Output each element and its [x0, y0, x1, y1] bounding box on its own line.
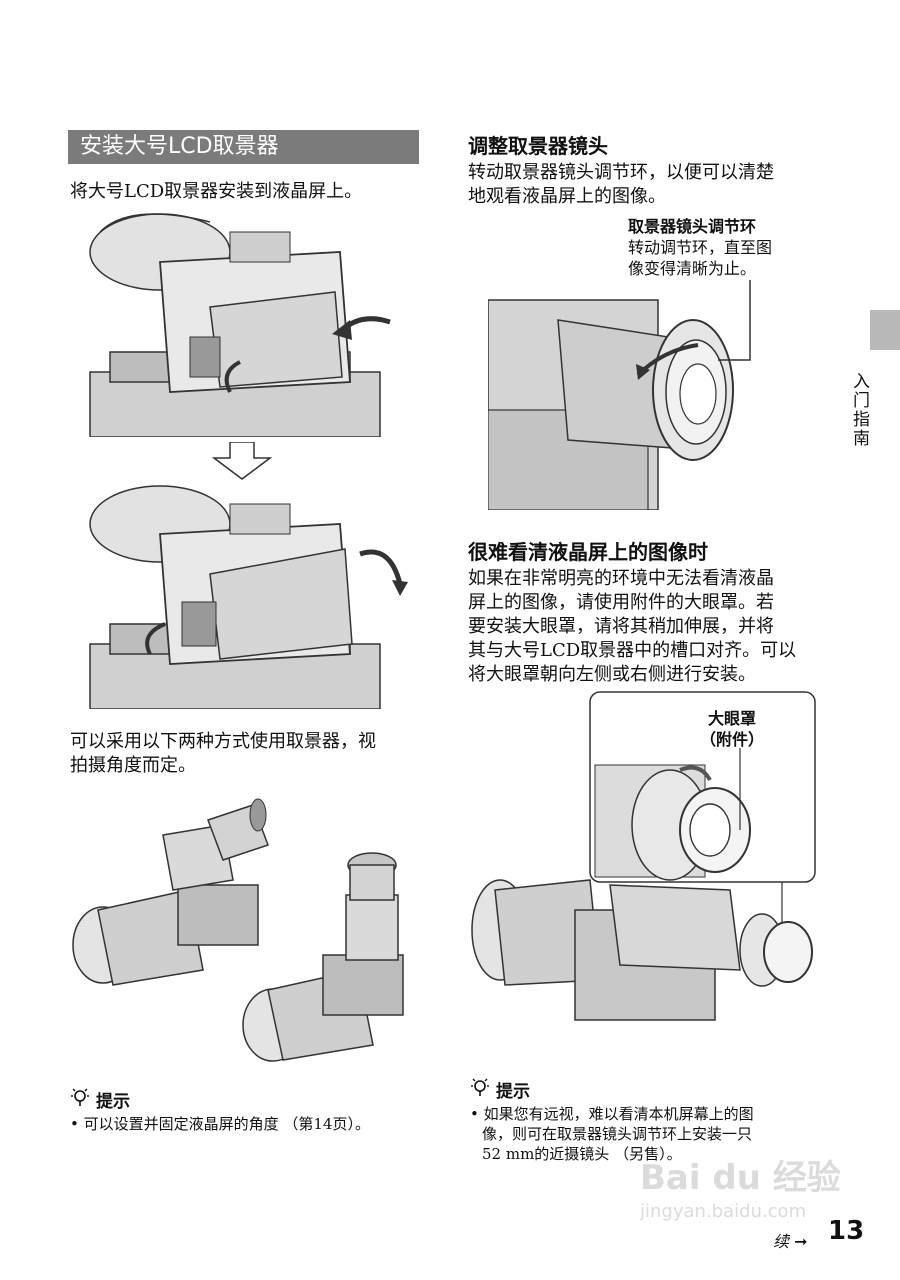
hard-text-line5: 将大眼罩朝向左侧或右侧进行安装。 [468, 664, 756, 685]
hard-text-line3: 要安装大眼罩，请将其稍加伸展，并将 [468, 616, 774, 637]
hard-text-line2: 屏上的图像，请使用附件的大眼罩。若 [468, 592, 774, 613]
hard-text-line1: 如果在非常明亮的环境中无法看清液晶 [468, 568, 774, 589]
tip-title: 提示 [96, 1092, 130, 1112]
side-tab-marker [870, 310, 900, 350]
tip-icon [70, 1087, 90, 1107]
adjust-text-line2: 地观看液晶屏上的图像。 [468, 186, 666, 207]
down-arrow-icon [212, 442, 272, 480]
side-chapter-label: 入门指南 [849, 372, 869, 448]
figure-attach-step2 [70, 484, 420, 709]
tip-bullet: • 可以设置并固定液晶屏的角度 （第14页）。 [70, 1115, 370, 1133]
callout-lens-ring-title: 取景器镜头调节环 [628, 217, 757, 236]
heading-adjust-lens: 调整取景器镜头 [468, 134, 608, 158]
usage-text-line1: 可以采用以下两种方式使用取景器，视 [70, 731, 376, 752]
callout-lens-ring-line1: 转动调节环，直至图 [628, 238, 773, 257]
watermark-url: jingyan.baidu.com [640, 1201, 807, 1222]
section-title: 安装大号LCD取景器 [68, 130, 419, 164]
callout-eyecup-line2: （附件） [700, 730, 765, 749]
page-number: 13 [828, 1216, 865, 1246]
tip-icon-right [470, 1077, 490, 1097]
continued-label: 续 ➞ [773, 1228, 808, 1252]
figure-eyecup [470, 690, 820, 1055]
figure-lens-adjust [488, 280, 758, 510]
callout-eyecup-line1: 大眼罩 [708, 709, 757, 728]
hard-text-line4: 其与大号LCD取景器中的槽口对齐。可以 [468, 640, 797, 661]
watermark: Bai du 经验 jingyan.baidu.com [640, 1150, 860, 1230]
arrow-right-icon: ➞ [794, 1232, 808, 1251]
heading-hard-to-see: 很难看清液晶屏上的图像时 [468, 540, 708, 564]
intro-text: 将大号LCD取景器安装到液晶屏上。 [70, 181, 363, 202]
usage-text-line2: 拍摄角度而定。 [70, 755, 196, 776]
tip-right-line1: • 如果您有远视，难以看清本机屏幕上的图 [470, 1105, 754, 1123]
watermark-logo: Bai du 经验 [640, 1158, 841, 1198]
adjust-text-line1: 转动取景器镜头调节环，以便可以清楚 [468, 162, 774, 183]
tip-right-line3: 52 mm的近摄镜头 （另售）。 [482, 1145, 682, 1163]
figure-usage-modes [68, 795, 418, 1070]
tip-right-line2: 像，则可在取景器镜头调节环上安装一只 [482, 1125, 753, 1143]
tip-title-right: 提示 [496, 1082, 530, 1102]
figure-attach-step1 [70, 212, 420, 437]
continued-text: 续 [773, 1232, 790, 1251]
callout-lens-ring-line2: 像变得清晰为止。 [628, 259, 757, 278]
